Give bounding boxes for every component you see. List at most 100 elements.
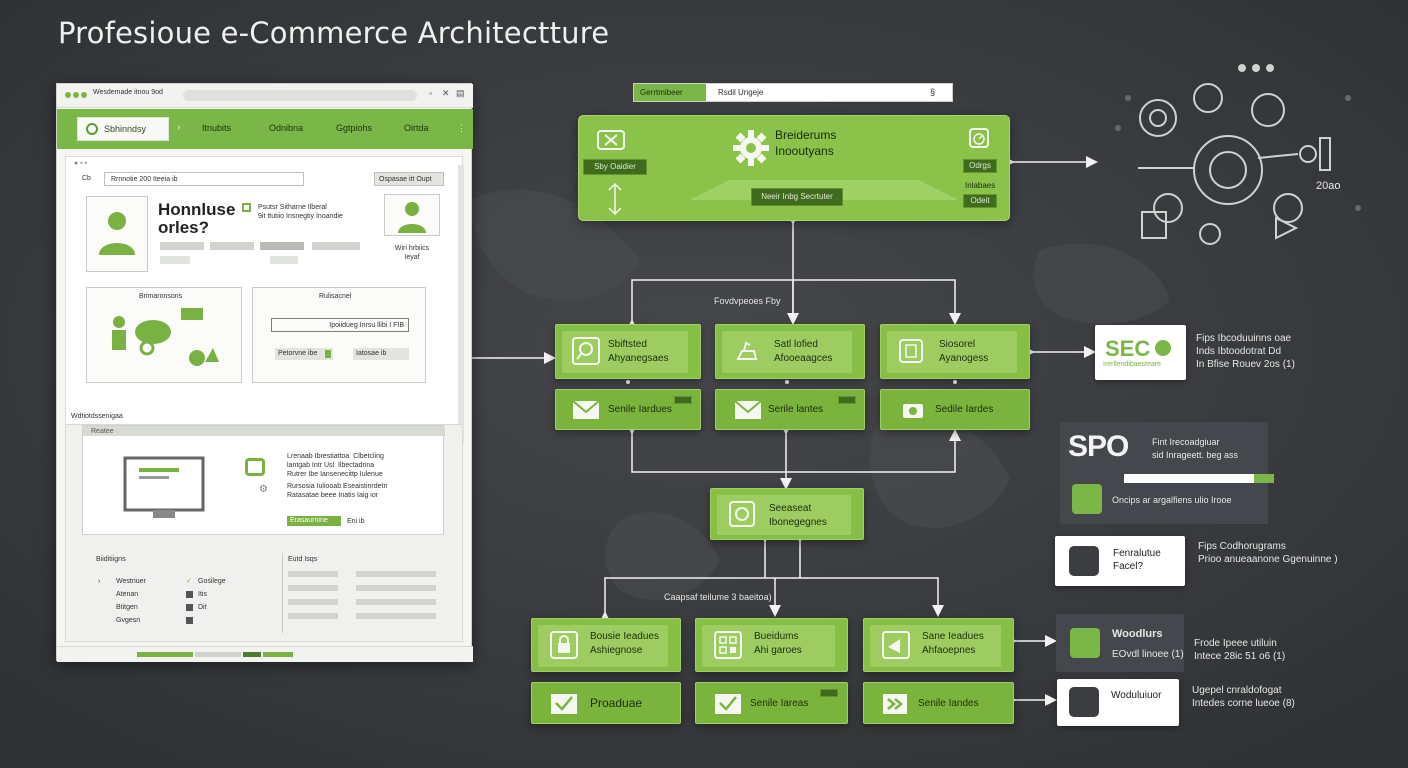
nav-link[interactable]: Ggtpiohs	[336, 123, 373, 133]
nav-link[interactable]: Itnubits	[202, 123, 232, 133]
service-node-security[interactable]: Bousie Ieadues Ashiegnose	[531, 618, 681, 672]
promo-button[interactable]: Erasaurnine	[287, 516, 341, 526]
node-subtitle: Afooeaagces	[774, 353, 833, 364]
hero-tab[interactable]	[260, 242, 304, 250]
list-item[interactable]: Atenan	[116, 591, 139, 598]
site-search-button[interactable]: Ospasae itt Oupt	[374, 172, 444, 186]
document-icon	[899, 339, 923, 363]
site-search-input[interactable]: Rrnnotie 200 Iteeia ib	[104, 172, 304, 186]
search-bar-tag	[634, 84, 706, 101]
hub-left-chip[interactable]: Sby Oaidier	[583, 159, 647, 175]
service-node-data[interactable]: Bueidums Ahi garoes	[695, 618, 848, 672]
service-node-email[interactable]: Senile Iardues	[555, 389, 701, 430]
checkbox[interactable]	[186, 604, 193, 611]
hub-action-button[interactable]: Neeir Inbg Secrtuter	[751, 188, 843, 206]
card-input[interactable]: Ipoiidueg Inrsu llibi I FIB	[271, 318, 409, 332]
service-node-email-2[interactable]: Serile lantes	[715, 389, 865, 430]
feature-panel[interactable]: Fenralutue Facel?	[1055, 536, 1185, 586]
vertical-arrow-icon	[608, 182, 622, 216]
node-title: Senile Iareas	[750, 698, 809, 709]
scrollbar[interactable]	[458, 165, 464, 445]
promo-tabbar	[83, 426, 445, 436]
hero-line	[270, 256, 298, 264]
check-icon: ✓	[186, 578, 192, 585]
address-bar[interactable]	[183, 90, 417, 101]
chevron-right-icon[interactable]: ›	[177, 122, 181, 133]
node-inset	[887, 331, 1017, 373]
hub-right-chip[interactable]: Odeit	[963, 194, 997, 208]
checkbox[interactable]	[186, 591, 193, 598]
envelope-icon	[572, 400, 600, 419]
hero-tab[interactable]	[312, 242, 360, 250]
close-icon	[604, 134, 618, 146]
site-navbar: Sbhinndsy › Itnubits Odnibna Ggtpiohs Oi…	[57, 109, 473, 149]
hero-tab[interactable]	[210, 242, 254, 250]
service-node-storage[interactable]: Siosorel Ayanogess	[880, 324, 1030, 379]
nav-link[interactable]: Oirtda	[404, 123, 429, 133]
list-item[interactable]: Westnuer	[116, 578, 146, 585]
magnifier-icon	[576, 342, 593, 360]
list-item[interactable]: Btitgen	[116, 604, 138, 611]
woodlurs-app-icon	[1070, 628, 1100, 658]
service-node-search[interactable]: Sbiftsted Ahyanegsaes	[555, 324, 701, 379]
service-node-forward[interactable]: Senile Iandes	[863, 682, 1014, 724]
wodului-app-icon	[1069, 687, 1099, 717]
list-item[interactable]: Dit	[198, 604, 207, 611]
seo-description: Fint Irecoadgiuar sid Inrageett. beg ass	[1152, 437, 1239, 460]
card-button[interactable]: Petorvne ibe	[275, 348, 333, 360]
list-item[interactable]: Gosilege	[198, 578, 226, 585]
chevron-right-icon[interactable]: ›	[98, 578, 101, 585]
gear-cluster-icon	[1115, 64, 1361, 245]
close-box-icon[interactable]	[597, 130, 625, 150]
feature-card-left: Brimaronsons	[86, 287, 242, 383]
page-content: ● ▪ ▪ Cb Rrnnotie 200 Iteeia ib Ospasae …	[65, 156, 464, 456]
progress-segment	[195, 652, 241, 657]
menu-icon[interactable]: ▤	[456, 88, 465, 98]
search-bar[interactable]: Gerrtmibeer Rsdil Ungeje §	[633, 83, 953, 102]
feature-app-icon	[1069, 546, 1099, 576]
hub-title: Breiderums	[775, 128, 837, 142]
node-subtitle: Ibonegegnes	[769, 517, 827, 528]
nav-menu-icon[interactable]: ⋮	[457, 123, 466, 133]
sec-badge[interactable]: SEC Irerllendibaesteare	[1095, 325, 1186, 380]
camera-icon	[903, 404, 923, 418]
node-title: Bueidums	[754, 631, 799, 642]
checkbox[interactable]	[186, 617, 193, 624]
service-node-marketing[interactable]: Sane Ieadues Ahfaoepnes	[863, 618, 1014, 672]
wodului-panel[interactable]: Woduluiuor	[1057, 679, 1179, 726]
service-node-camera[interactable]: Sedile Iardes	[880, 389, 1030, 430]
service-node-product[interactable]: Proaduae	[531, 682, 681, 724]
tab-dots-icon: ● ▪ ▪	[74, 160, 88, 167]
megaphone-icon	[882, 631, 910, 659]
hero-tab[interactable]	[160, 242, 204, 250]
card-button[interactable]: Iatosae ib	[353, 348, 409, 360]
check-square-icon	[715, 694, 741, 714]
search-tag-label: Gerrtmibeer	[640, 88, 683, 97]
service-node-verify[interactable]: Senile Iareas	[695, 682, 848, 724]
close-icon[interactable]: ✕	[442, 88, 450, 98]
minimize-icon[interactable]: ▫	[429, 88, 433, 98]
list-item[interactable]: Gvgesn	[116, 617, 141, 624]
search-input[interactable]: Rsdil Ungeje	[718, 88, 764, 97]
nav-link[interactable]: Odnibna	[269, 123, 304, 133]
flow-label-bottom: Caapsaf teilume 3 baeitoa)	[664, 592, 772, 602]
green-marker-icon	[325, 350, 331, 358]
list-item[interactable]: Itis	[198, 591, 207, 598]
core-hub-node[interactable]: Sby Oaidier Breiderums Inooutyans Neeir …	[578, 115, 1010, 221]
hero-headline: Honnluse orles?	[158, 200, 236, 237]
lock-icon	[550, 631, 578, 659]
window-dot-icon	[73, 92, 79, 98]
timer-icon[interactable]	[969, 128, 989, 148]
promo-tab[interactable]: Reatee	[91, 428, 114, 435]
site-brand[interactable]: Sbhinndsy	[77, 117, 169, 141]
service-node-cart[interactable]: Satl lofied Afooeaagces	[715, 324, 865, 379]
node-title: Satl lofied	[774, 339, 818, 350]
hero-right-caption: Wiri hrbiics Ieyaf	[394, 245, 430, 261]
service-node-core[interactable]: Seeaseat Ibonegegnes	[710, 488, 864, 540]
seo-panel: SPO Fint Irecoadgiuar sid Inrageett. beg…	[1060, 422, 1274, 524]
envelope-check-icon	[551, 694, 577, 714]
sec-logo: SEC	[1105, 336, 1151, 361]
gear-icon: ⚙	[259, 484, 268, 495]
hub-right-chip[interactable]: Odrgs	[963, 159, 997, 173]
woodlurs-title: Woodlurs	[1112, 628, 1163, 640]
